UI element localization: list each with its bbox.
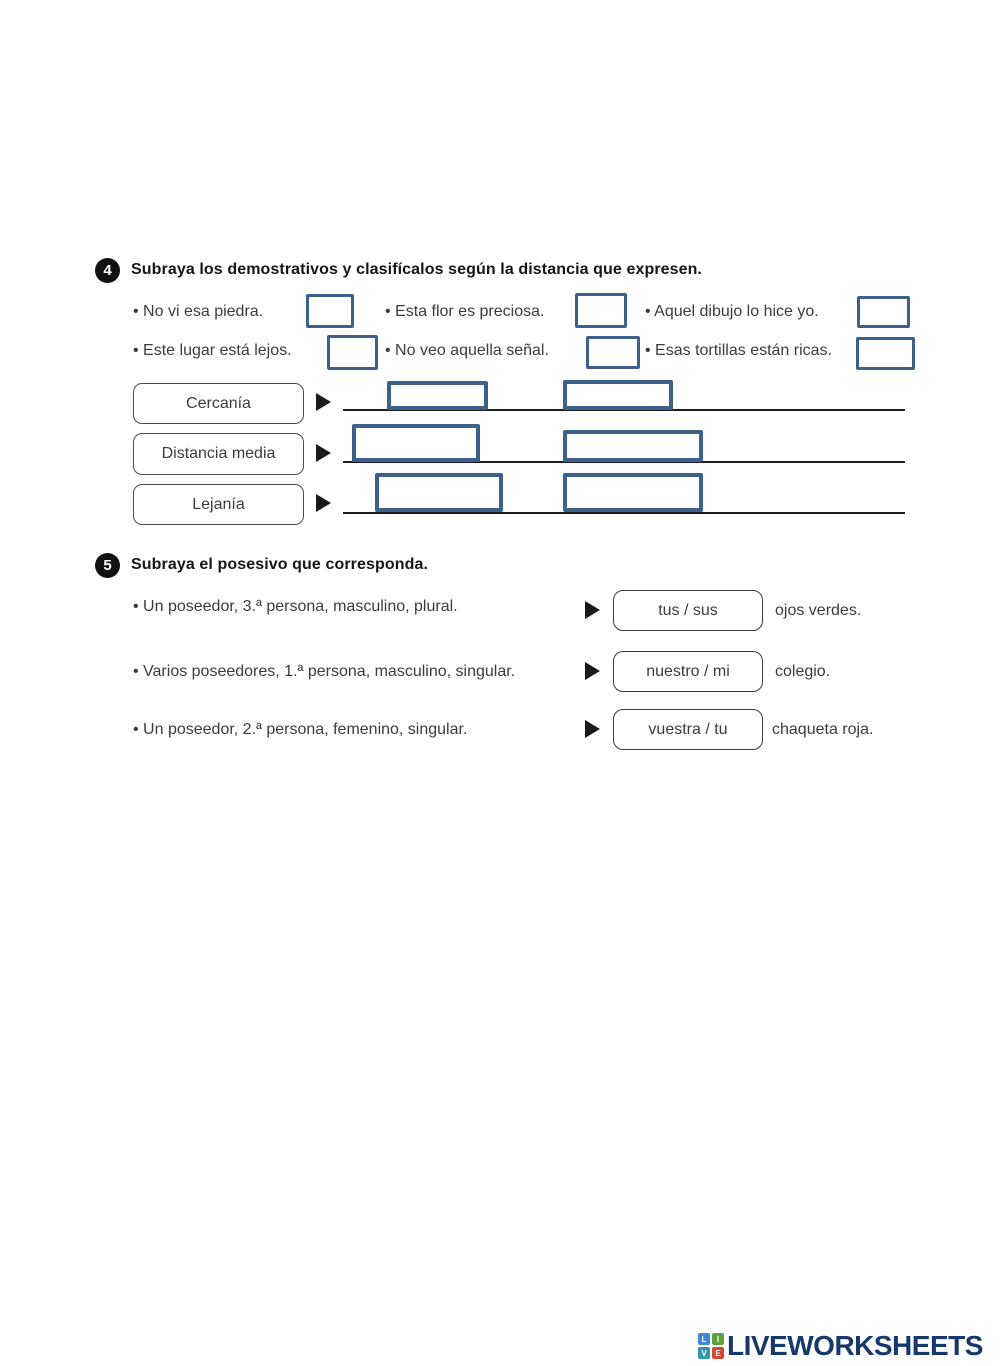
arrow-right-icon [585,720,600,738]
possessive-suffix-1: ojos verdes. [775,602,862,619]
logo-square-e: E [712,1347,724,1359]
answer-box[interactable] [327,335,378,370]
possessive-prompt-1: • Un poseedor, 3.ª persona, masculino, p… [133,598,458,615]
option-box-nuestro-mi[interactable]: nuestro / mi [613,651,763,692]
answer-box[interactable] [375,473,503,512]
answer-box[interactable] [563,380,673,410]
answer-line [343,461,905,463]
possessive-suffix-3: chaqueta roja. [772,721,874,738]
sentence-no-vi-esa-piedra: • No vi esa piedra. [133,303,264,320]
exercise-5-title: Subraya el posesivo que corresponda. [131,556,429,573]
answer-box[interactable] [857,296,910,328]
arrow-right-icon [585,662,600,680]
arrow-right-icon [316,494,331,512]
category-label-cercania: Cercanía [133,383,304,424]
sentence-esta-flor: • Esta flor es preciosa. [385,303,545,320]
possessive-suffix-2: colegio. [775,663,831,680]
sentence-este-lugar: • Este lugar está lejos. [133,342,292,359]
exercise-4-number-badge: 4 [95,258,120,283]
answer-line [343,409,905,411]
option-box-tus-sus[interactable]: tus / sus [613,590,763,631]
logo-square-l: L [698,1333,710,1345]
possessive-prompt-3: • Un poseedor, 2.ª persona, femenino, si… [133,721,468,738]
arrow-right-icon [316,444,331,462]
option-box-vuestra-tu[interactable]: vuestra / tu [613,709,763,750]
arrow-right-icon [316,393,331,411]
sentence-aquel-dibujo: • Aquel dibujo lo hice yo. [645,303,819,320]
possessive-prompt-2: • Varios poseedores, 1.ª persona, mascul… [133,663,516,680]
liveworksheets-wordmark: LIVEWORKSHEETS [727,1330,983,1361]
answer-box[interactable] [575,293,627,328]
answer-box[interactable] [387,381,488,410]
logo-square-v: V [698,1347,710,1359]
answer-box[interactable] [306,294,354,328]
arrow-right-icon [585,601,600,619]
category-label-lejania: Lejanía [133,484,304,525]
category-label-distancia-media: Distancia media [133,433,304,475]
sentence-esas-tortillas: • Esas tortillas están ricas. [645,342,832,359]
answer-line [343,512,905,514]
logo-square-i: I [712,1333,724,1345]
sentence-no-veo-aquella: • No veo aquella señal. [385,342,549,359]
answer-box[interactable] [586,336,640,369]
answer-box[interactable] [856,337,915,370]
liveworksheets-logo: L I V E LIVEWORKSHEETS [698,1330,983,1362]
liveworksheets-icon: L I V E [698,1333,724,1359]
answer-box[interactable] [563,430,703,462]
exercise-5-number-badge: 5 [95,553,120,578]
answer-box[interactable] [563,473,703,512]
exercise-4-title: Subraya los demostrativos y clasifícalos… [131,261,703,278]
answer-box[interactable] [352,424,480,462]
